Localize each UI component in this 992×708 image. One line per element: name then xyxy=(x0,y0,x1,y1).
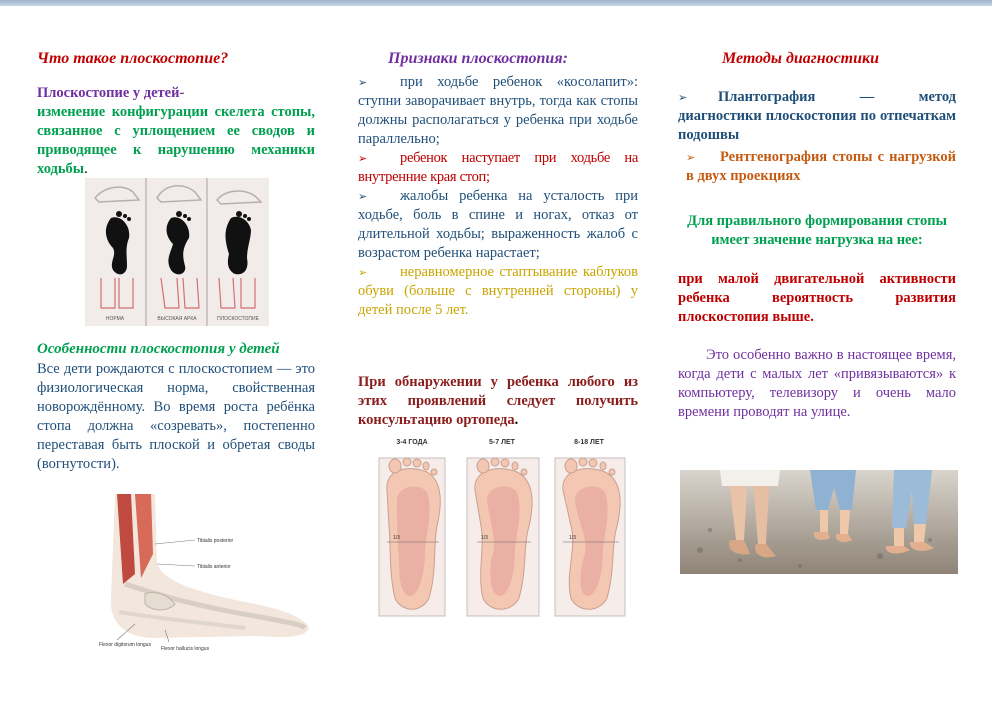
advice-block: При обнаружении у ребенка любого из этих… xyxy=(358,373,638,430)
foot-types-image: НОРМА ВЫСОКАЯ АРКА ПЛОСКОСТОПИЕ xyxy=(85,178,269,326)
advice-dot: . xyxy=(514,412,519,428)
window-top-bar xyxy=(0,0,992,6)
what-is-heading: Что такое плоскостопие? xyxy=(37,50,229,67)
definition-text: изменение конфигурации скелета стопы, св… xyxy=(37,104,315,177)
load-text: Для правильного формирования стопы имеет… xyxy=(687,213,947,248)
definition-title: Плоскостопие у детей- xyxy=(37,85,185,101)
anatomy-label-flexor-digitorum: Flexor digitorum longus xyxy=(99,642,151,648)
anatomy-label-tibialis-anterior: Tibialis anterior xyxy=(197,564,231,570)
signs-heading: Признаки плоскостопия: xyxy=(388,50,568,67)
features-text-block: Все дети рождаются с плоскостопием — это… xyxy=(37,360,315,474)
signs-list: ➢ при ходьбе ребенок «косолапит»: ступни… xyxy=(358,73,638,320)
sign-item-3: ➢ жалобы ребенка на усталость при ходьбе… xyxy=(358,187,638,263)
advice-text: При обнаружении у ребенка любого из этих… xyxy=(358,374,638,428)
sign-item-4: ➢ неравномерное стаптывание каблуков обу… xyxy=(358,263,638,320)
age-label-8-18: 8-18 ЛЕТ xyxy=(574,439,605,446)
foot-label-high-arch: ВЫСОКАЯ АРКА xyxy=(157,316,197,322)
anatomy-label-tibialis-posterior: Tibialis posterior xyxy=(197,538,234,544)
arrowhead-bullet-icon: ➢ xyxy=(358,191,368,203)
definition-block: Плоскостопие у детей- изменение конфигур… xyxy=(37,84,315,179)
arrowhead-bullet-icon: ➢ xyxy=(358,77,368,89)
diagnostics-heading: Методы диагностики xyxy=(722,50,880,67)
fraction-label: 1/3 xyxy=(569,535,576,541)
arrowhead-bullet-icon: ➢ xyxy=(678,92,688,104)
sign-text-4: неравномерное стаптывание каблуков обуви… xyxy=(358,264,638,318)
foot-label-flat: ПЛОСКОСТОПИЕ xyxy=(217,316,259,322)
arrowhead-bullet-icon: ➢ xyxy=(358,267,368,279)
foot-anatomy-image: Tibialis posterior Tibialis anterior Fle… xyxy=(99,494,309,652)
sign-text-1: при ходьбе ребенок «косолапит»: ступни з… xyxy=(358,74,638,147)
method-item-1: ➢ Плантография — метод диагностики плоск… xyxy=(678,88,956,145)
fraction-label: 1/3 xyxy=(393,535,400,541)
age-label-5-7: 5-7 ЛЕТ xyxy=(489,439,516,446)
features-text: Все дети рождаются с плоскостопием — это… xyxy=(37,361,315,472)
age-label-3-4: 3-4 ГОДА xyxy=(396,439,427,446)
sign-text-3: жалобы ребенка на усталость при ходьбе, … xyxy=(358,188,638,261)
features-heading: Особенности плоскостопия у детей xyxy=(37,341,280,357)
anatomy-label-flexor-hallucis: Flexor hallucis longus xyxy=(161,646,210,652)
fraction-label: 1/3 xyxy=(481,535,488,541)
children-walking-photo xyxy=(680,470,958,574)
important-text: Это особенно важно в настоящее время, ко… xyxy=(678,347,956,420)
method-text-2: Рентгенография стопы с нагрузкой в двух … xyxy=(686,149,956,184)
methods-list: ➢ Плантография — метод диагностики плоск… xyxy=(678,88,956,186)
age-footprints-image: 3-4 ГОДА 5-7 ЛЕТ 8-18 ЛЕТ 1/3 1/3 1/3 xyxy=(357,430,640,630)
sign-item-2: ➢ ребенок наступает при ходьбе на внутре… xyxy=(358,149,638,187)
risk-text: при малой двигательной активности ребенк… xyxy=(678,271,956,325)
foot-label-norm: НОРМА xyxy=(106,316,125,322)
method-item-2: ➢ Рентгенография стопы с нагрузкой в дву… xyxy=(678,148,956,186)
arrowhead-bullet-icon: ➢ xyxy=(358,153,368,165)
sign-item-1: ➢ при ходьбе ребенок «косолапит»: ступни… xyxy=(358,73,638,149)
method-text-1: Плантография — метод диагностики плоскос… xyxy=(678,89,956,143)
arrowhead-bullet-icon: ➢ xyxy=(686,152,696,164)
definition-dot: . xyxy=(84,161,88,177)
sign-text-2: ребенок наступает при ходьбе на внутренн… xyxy=(358,150,638,185)
